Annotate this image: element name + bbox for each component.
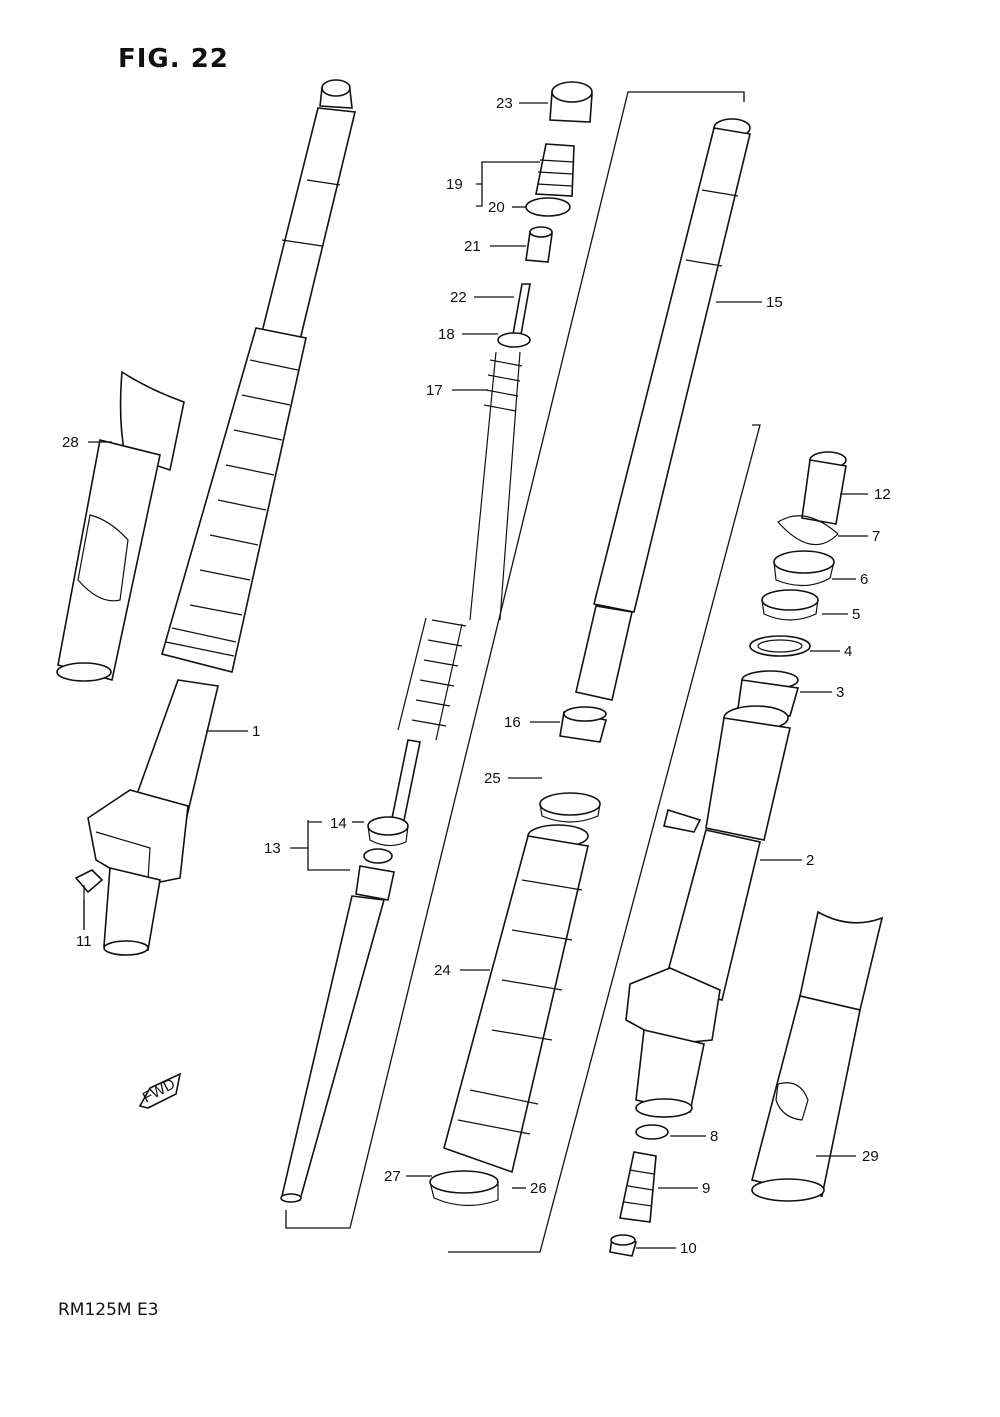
callout-13: 13 [264, 840, 281, 857]
callout-29: 29 [862, 1148, 879, 1165]
callout-7: 7 [872, 528, 880, 545]
part-23-cap [549, 81, 593, 123]
part-2-outer-tube [625, 705, 791, 1118]
model-label: RM125M E3 [58, 1300, 159, 1320]
part-19-cap-bolt [535, 143, 575, 197]
callout-1: 1 [252, 723, 260, 740]
callout-21: 21 [464, 238, 481, 255]
callout-25: 25 [484, 770, 501, 787]
part-4-washer [749, 635, 811, 657]
part-6-oil-seal [773, 550, 835, 587]
callout-15: 15 [766, 294, 783, 311]
part-20-o-ring [525, 197, 571, 217]
part-18-washer [497, 332, 531, 348]
part-1-outer-fork [87, 79, 356, 956]
part-21-nut [525, 226, 553, 263]
part-12-dust-seal [801, 451, 847, 525]
part-22-rod-top [511, 283, 531, 341]
fwd-arrow-icon: FWD [138, 1072, 182, 1109]
callout-3: 3 [836, 684, 844, 701]
callout-23: 23 [496, 95, 513, 112]
callout-16: 16 [504, 714, 521, 731]
part-17-spring [389, 351, 523, 831]
part-27-clamp [429, 1170, 499, 1207]
part-14-ring [367, 816, 409, 847]
part-25-clamp [539, 792, 601, 823]
callout-10: 10 [680, 1240, 697, 1257]
part-7-snap-ring [777, 515, 839, 546]
callout-27: 27 [384, 1168, 401, 1185]
part-28-left-guard [56, 370, 185, 682]
callout-14: 14 [330, 815, 347, 832]
leader-lines [83, 102, 868, 1249]
callout-4: 4 [844, 643, 852, 660]
callout-19: 19 [446, 176, 463, 193]
callout-11: 11 [76, 933, 92, 950]
callout-5: 5 [852, 606, 860, 623]
part-11-bolt [74, 869, 104, 928]
part-15-inner-tube [575, 118, 751, 701]
part-5-oil-seal [761, 589, 819, 621]
callout-28: 28 [62, 434, 79, 451]
callout-17: 17 [426, 382, 443, 399]
callout-18: 18 [438, 326, 455, 343]
callout-20: 20 [488, 199, 505, 216]
part-9-bolt [619, 1151, 657, 1223]
part-8-gasket [635, 1124, 669, 1140]
part-1-bellows-ribs [165, 359, 299, 657]
callout-6: 6 [860, 571, 868, 588]
callout-8: 8 [710, 1128, 718, 1145]
part-29-right-guard [751, 910, 884, 1202]
callout-12: 12 [874, 486, 891, 503]
figure-title: FIG. 22 [118, 44, 229, 74]
part-16-bushing [559, 706, 607, 743]
callout-24: 24 [434, 962, 451, 979]
callout-9: 9 [702, 1180, 710, 1197]
callout-2: 2 [806, 852, 814, 869]
callout-22: 22 [450, 289, 467, 306]
callout-26: 26 [530, 1180, 547, 1197]
part-13-damper-rod [280, 848, 395, 1203]
part-24-boot [443, 824, 589, 1174]
part-10-cap [609, 1234, 638, 1257]
callout-labels: 1 2 3 4 5 6 7 8 9 10 11 12 13 14 15 16 1… [62, 95, 891, 1257]
